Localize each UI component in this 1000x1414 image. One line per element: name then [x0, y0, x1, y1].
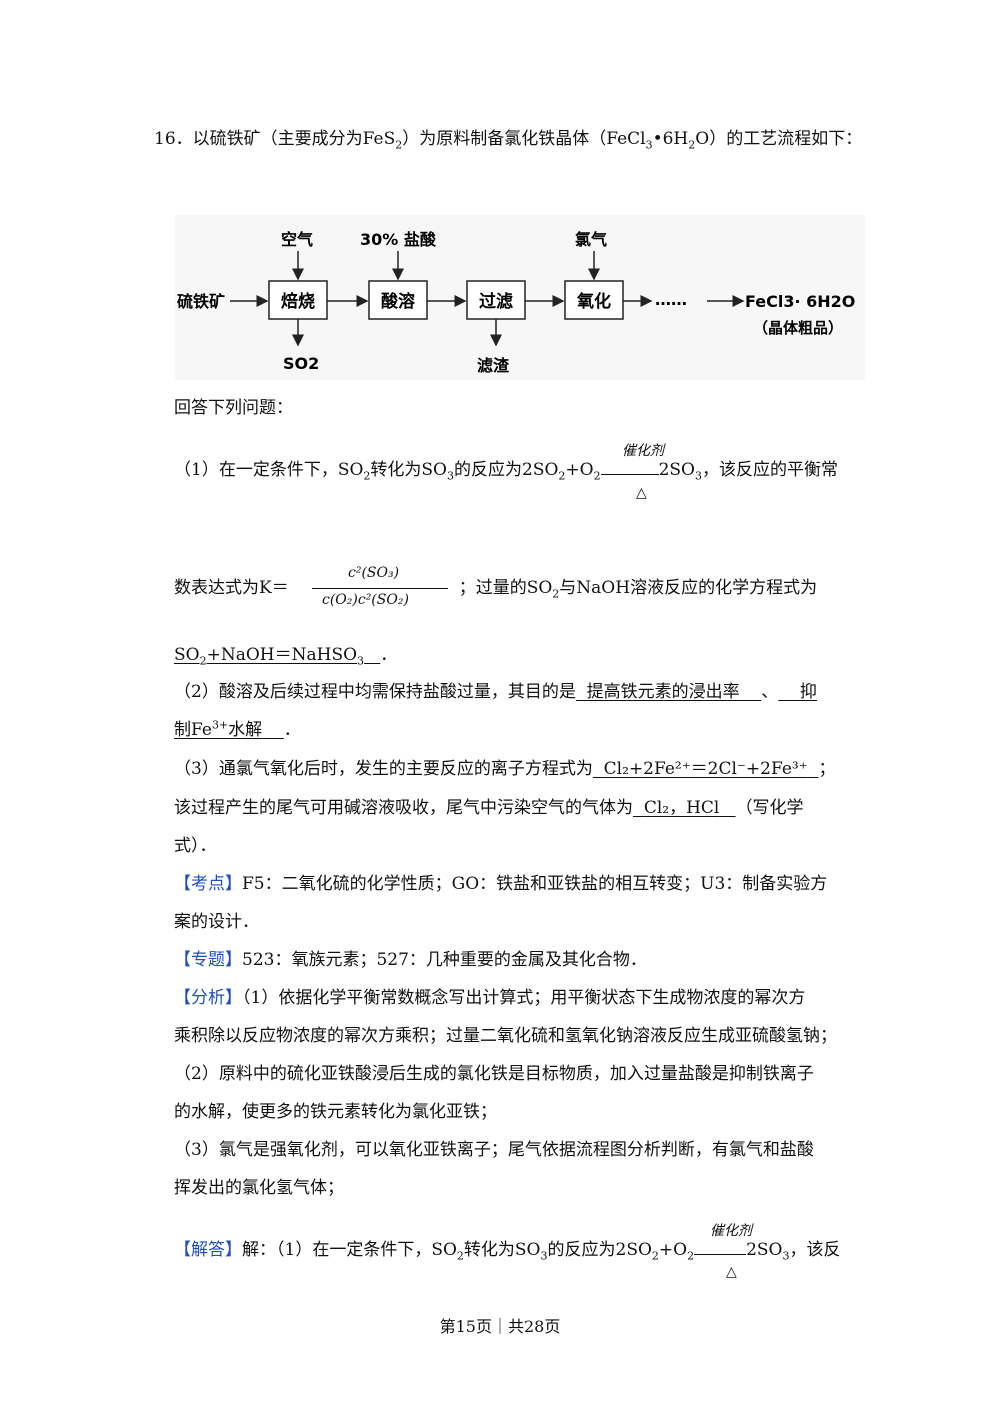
part3-line2: 该过程产生的尾气可用碱溶液吸收，尾气中污染空气的气体为 Cl₂，HCl （写化学 [174, 798, 804, 818]
flow-step-oxidize: 氧化 [576, 291, 611, 312]
fenxi-line6: 挥发出的氯化氢气体； [174, 1178, 344, 1198]
part2-line1: （2）酸溶及后续过程中均需保持盐酸过量，其目的是 提高铁元素的浸出率 、 抑 [174, 682, 817, 702]
flow-product-note: （晶体粗品） [753, 319, 843, 337]
fenxi-line1: 【分析】（1）依据化学平衡常数概念写出计算式；用平衡状态下生成物浓度的幂次方 [174, 988, 806, 1008]
heat-symbol: △ [636, 485, 647, 501]
part1-line2: 数表达式为K＝；过量的SO2与NaOH溶液反应的化学方程式为 [174, 578, 818, 601]
flow-dots: …… [655, 290, 687, 309]
part1-equation: SO2+NaOH＝NaHSO3 ． [174, 645, 398, 668]
flow-top-chlorine: 氯气 [575, 230, 607, 249]
catalyst-label: 催化剂 [622, 443, 664, 459]
flow-product: FeCl3· 6H2O [745, 292, 855, 311]
flow-input-ore: 硫铁矿 [177, 292, 225, 311]
fenxi-line2: 乘积除以反应物浓度的幂次方乘积；过量二氧化硫和氢氧化钠溶液反应生成亚硫酸氢钠； [174, 1026, 837, 1046]
flow-bottom-residue: 滤渣 [477, 356, 510, 375]
kaodian-line1: 【考点】F5：二氧化硫的化学性质；GO：铁盐和亚铁盐的相互转变；U3：制备实验方 [174, 874, 828, 894]
flow-bottom-so2: SO2 [283, 354, 319, 373]
flow-step-acid: 酸溶 [381, 291, 415, 312]
question-16-title: 16．以硫铁矿（主要成分为FeS2）为原料制备氯化铁晶体（FeCl3•6H2O）… [154, 129, 863, 152]
flow-top-hcl: 30% 盐酸 [360, 230, 437, 249]
part3-line1: （3）通氯气氧化后时，发生的主要反应的离子方程式为 Cl₂+2Fe²⁺＝2Cl⁻… [174, 759, 836, 779]
k-denominator: c(O₂)c²(SO₂) [322, 592, 409, 608]
fenxi-line5: （3）氯气是强氧化剂，可以氧化亚铁离子；尾气依据流程图分析判断，有氯气和盐酸 [174, 1140, 814, 1160]
flow-top-air: 空气 [281, 230, 313, 249]
process-flow-diagram: 硫铁矿 焙烧 酸溶 过滤 氧化 …… FeCl3· 6H2O （晶体粗品） 空气… [175, 215, 865, 380]
zhuanti-line: 【专题】523：氧族元素；527：几种重要的金属及其化合物． [174, 950, 647, 970]
jieda-catalyst-label: 催化剂 [710, 1223, 752, 1239]
page-footer: 第15页｜共28页 [439, 1317, 561, 1336]
flow-step-filter: 过滤 [479, 291, 513, 312]
k-numerator: c²(SO₃) [348, 565, 400, 581]
answer-intro: 回答下列问题： [174, 398, 293, 418]
jieda-heat-symbol: △ [726, 1264, 737, 1280]
part3-line3: 式）． [174, 836, 217, 856]
fenxi-line3: （2）原料中的硫化亚铁酸浸后生成的氯化铁是目标物质，加入过量盐酸是抑制铁离子 [174, 1064, 814, 1084]
kaodian-line2: 案的设计． [174, 912, 259, 932]
fenxi-line4: 的水解，使更多的铁元素转化为氯化亚铁； [174, 1102, 497, 1122]
part2-line2: 制Fe3+水解 ． [174, 718, 301, 740]
k-fraction-bar [312, 588, 448, 589]
flow-step-roast: 焙烧 [281, 291, 315, 312]
